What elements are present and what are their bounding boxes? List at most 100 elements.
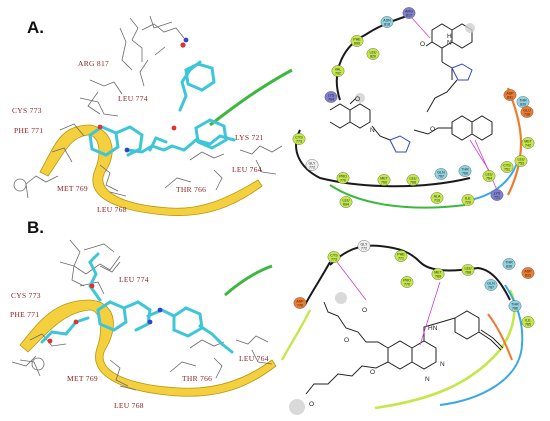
residue-node-text: 751 [504, 167, 510, 171]
residue-node-text: 830 [506, 264, 512, 268]
residue-node-text: ASP [296, 299, 304, 303]
pocket-line-a2 [335, 14, 411, 101]
residue-node-text: 767 [488, 285, 494, 289]
residue-label-3d: THR 766 [176, 185, 206, 194]
residue-label-3d: LEU 764 [232, 165, 262, 174]
residue-node-text: 738 [524, 112, 530, 116]
residue-node-circle [292, 133, 306, 145]
residue-nodes-b: CYS773GLY772PHE771PRO770MET769LEU768GLN7… [293, 240, 535, 328]
residue-node-text: 831 [525, 273, 531, 277]
residue-node-text: ASN [383, 18, 391, 22]
residue-node-circle [431, 268, 445, 280]
pocket-line-b6 [487, 313, 513, 361]
residue-node-circle [500, 161, 514, 173]
residue-node-text: GLY [309, 161, 317, 165]
residue-node-text: LEU [410, 176, 417, 180]
panel-b-2d-diagram [280, 244, 524, 415]
residue-node-text: LEU [465, 266, 472, 270]
residue-node-text: ILE [465, 196, 471, 200]
naphthalene-a [451, 115, 493, 141]
residue-node-circle [521, 316, 535, 328]
residue-node-circle [434, 168, 448, 180]
label-b-anilino-nh: HN [428, 325, 438, 332]
residue-node-circle [350, 35, 364, 47]
residue-node-text: THR [461, 167, 469, 171]
residue-node-text: MET [434, 270, 442, 274]
residue-nodes-a: ARG817ASN818LEU820PHE699VAL702LYS704ASP8… [292, 7, 535, 208]
oxygen-atom-a [180, 42, 186, 48]
ribbon-green-b [224, 264, 273, 297]
residue-node-circle [293, 297, 307, 309]
wireframe-residues-a [13, 15, 283, 199]
quinazoline-b [387, 340, 437, 370]
hbond-line-a1 [411, 17, 431, 39]
residue-node-circle [339, 196, 353, 208]
nitrogen-atom-a2 [183, 37, 189, 43]
residue-node-text: ASP [524, 269, 532, 273]
oxygen-atom-b2 [73, 319, 79, 325]
residue-node-text: 766 [512, 306, 518, 310]
residue-node-circle [461, 194, 475, 206]
residue-node-text: 694 [343, 202, 349, 206]
anilino-link-b [423, 317, 456, 341]
residue-node-text: LEU [370, 50, 377, 54]
residue-node-text: GLU [523, 108, 531, 112]
residue-label-3d: ARG 817 [78, 59, 109, 68]
residue-node-circle [490, 189, 504, 201]
residue-node-text: VAL [335, 67, 342, 71]
residue-node-text: 817 [406, 13, 412, 17]
residue-label-3d: CYS 773 [12, 106, 42, 115]
hbond-line-b2 [419, 281, 441, 346]
residue-node-text: ASP [506, 91, 514, 95]
residue-label-3d: THR 766 [182, 374, 212, 383]
pocket-line-a1 [295, 129, 471, 188]
residue-node-text: GLY [361, 242, 369, 246]
residue-node-text: 776 [297, 303, 303, 307]
label-b-ring-n1: N [425, 376, 430, 383]
ribbon-yellow-a [39, 124, 263, 216]
residue-node-text: LEU [486, 172, 493, 176]
pocket-line-a5 [329, 184, 466, 209]
oxygen-atom-b1 [89, 283, 95, 289]
residue-node-circle [521, 267, 535, 279]
triazole-top-a [451, 63, 473, 81]
residue-node-text: 768 [465, 270, 471, 274]
solvent-blob-b2 [289, 399, 305, 415]
residue-node-circle [331, 65, 345, 77]
label-a-ether-o: O [430, 126, 435, 133]
residue-node-text: PRO [403, 278, 411, 282]
ligand-b-3d [40, 252, 234, 354]
pocket-line-b4 [374, 289, 516, 410]
residue-label-3d: PHE 771 [10, 310, 39, 319]
solvent-blob-a2 [355, 93, 365, 103]
residue-node-text: MET [524, 139, 532, 143]
oxygen-atom-a2 [171, 125, 177, 131]
residue-node-text: 765 [525, 322, 531, 326]
residue-node-circle [503, 89, 517, 101]
residue-node-circle [380, 16, 394, 28]
linker-a2 [413, 127, 452, 135]
residue-node-text: PHE [397, 252, 405, 256]
solvent-blob-b1 [335, 292, 347, 304]
residue-node-circle [305, 159, 319, 171]
panel-a-3d-view [13, 15, 293, 216]
residue-node-circle [502, 258, 516, 270]
